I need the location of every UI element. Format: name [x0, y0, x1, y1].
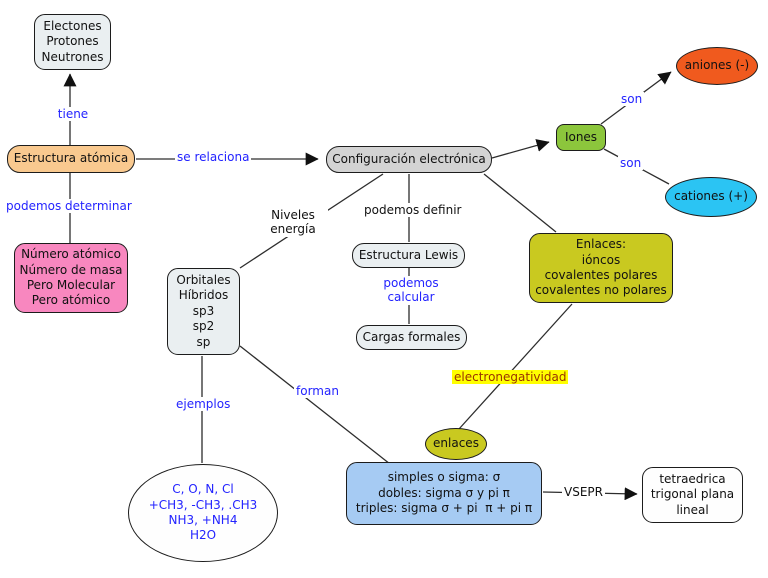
link-label-forman[interactable]: forman — [294, 384, 341, 399]
link-label-podemos-calcular[interactable]: podemos calcular — [378, 276, 444, 305]
node-estructura-atomica[interactable]: Estructura atómica — [7, 145, 135, 173]
node-particulas[interactable]: Electones Protones Neutrones — [34, 14, 111, 70]
edge-config-iones — [491, 139, 550, 159]
link-label-electronegatividad[interactable]: electronegatividad — [452, 370, 569, 385]
node-numeros[interactable]: Número atómico Número de masa Pero Molec… — [14, 243, 128, 313]
node-cargas-formales[interactable]: Cargas formales — [356, 325, 467, 350]
link-label-ejemplos[interactable]: ejemplos — [174, 397, 233, 412]
node-sigma-enlaces[interactable]: simples o sigma: σ dobles: sigma σ y pi … — [346, 462, 542, 525]
node-cationes[interactable]: cationes (+) — [665, 177, 757, 217]
link-label-podemos-determinar[interactable]: podemos determinar — [4, 199, 134, 214]
edge-orbitales-sigma — [239, 345, 391, 465]
node-iones[interactable]: Iones — [556, 124, 606, 151]
node-aniones[interactable]: aniones (-) — [676, 47, 758, 85]
node-configuracion-electronica[interactable]: Configuración electrónica — [326, 146, 492, 173]
link-label-niveles-energia[interactable]: Niveles energía — [258, 208, 328, 237]
link-label-podemos-definir[interactable]: podemos definir — [362, 203, 464, 218]
node-estructura-lewis[interactable]: Estructura Lewis — [352, 243, 465, 268]
node-enlaces-tipos[interactable]: Enlaces: ióncos covalentes polares coval… — [529, 233, 673, 303]
node-geometrias[interactable]: tetraedrica trigonal plana lineal — [642, 467, 743, 523]
link-label-tiene[interactable]: tiene — [50, 107, 96, 122]
link-label-son-aniones[interactable]: son — [619, 92, 645, 107]
link-label-vsepr[interactable]: VSEPR — [562, 485, 605, 500]
link-label-son-cationes[interactable]: son — [618, 156, 644, 171]
node-ejemplos-moleculas[interactable]: C, O, N, Cl +CH3, -CH3, .CH3 NH3, +NH4 H… — [128, 464, 278, 562]
node-enlaces[interactable]: enlaces — [425, 428, 487, 460]
node-orbitales-hibridos[interactable]: Orbitales Híbridos sp3 sp2 sp — [167, 268, 240, 355]
edge-enlaces-tipos-enlaces — [458, 303, 573, 430]
link-label-se-relaciona[interactable]: se relaciona — [175, 150, 252, 165]
edge-config-enlaces — [483, 173, 557, 233]
